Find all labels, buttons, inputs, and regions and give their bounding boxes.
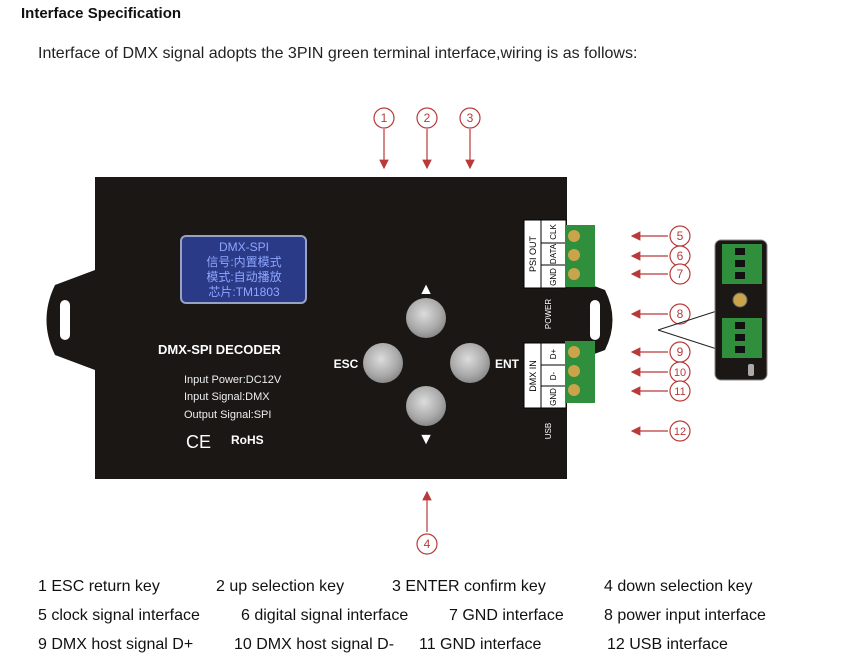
left-mount-slot — [60, 300, 70, 340]
dplus-label: D+ — [549, 348, 558, 359]
usb-label: USB — [544, 423, 553, 439]
callout-7-text: 7 — [677, 267, 684, 281]
callout-2-text: 2 — [424, 111, 431, 125]
legend-10: 10 DMX host signal D- — [234, 636, 395, 653]
callout-11 — [669, 380, 691, 402]
dmx-in-label: DMX IN — [528, 360, 538, 392]
device-body — [95, 177, 567, 479]
callout-9-text: 9 — [677, 345, 684, 359]
legend-5: 5 clock signal interface — [38, 607, 200, 624]
callout-12 — [669, 420, 691, 442]
esc-button[interactable] — [363, 343, 403, 383]
callout-1-text: 1 — [381, 111, 388, 125]
callout-8-text: 8 — [677, 307, 684, 321]
page-heading: Interface Specification — [21, 5, 182, 22]
legend-7: 7 GND interface — [449, 607, 564, 624]
right-mount-slot — [590, 300, 600, 340]
up-button[interactable] — [406, 298, 446, 338]
psi-out-terminal — [565, 225, 595, 287]
callout-12-text: 12 — [674, 426, 686, 438]
psi-out-panel — [523, 219, 567, 289]
data-label: DATA — [549, 243, 558, 264]
legend-9: 9 DMX host signal D+ — [38, 636, 194, 653]
device-title: DMX-SPI DECODER — [158, 342, 281, 357]
spec-output: Output Signal:SPI — [184, 409, 271, 421]
legend-12: 12 USB interface — [607, 636, 728, 653]
rohs-mark: RoHS — [231, 433, 264, 447]
ent-button[interactable] — [450, 343, 490, 383]
lcd-line-3: 模式:自动播放 — [206, 269, 281, 284]
ce-mark: CE — [186, 432, 211, 452]
gnd-label-in: GND — [549, 388, 558, 406]
legend-8: 8 power input interface — [604, 607, 766, 624]
side-view-inset — [657, 239, 768, 381]
left-flange — [46, 270, 95, 370]
spec-power: Input Power:DC12V — [184, 374, 282, 386]
legend-4: 4 down selection key — [604, 578, 753, 595]
dminus-label: D- — [549, 371, 558, 380]
legend-2: 2 up selection key — [216, 578, 345, 595]
legend-1: 1 ESC return key — [38, 578, 160, 595]
callout-4 — [416, 533, 438, 555]
dmx-in-terminal — [565, 341, 595, 403]
down-button[interactable] — [406, 386, 446, 426]
lcd-line-4: 芯片:TM1803 — [208, 285, 280, 299]
callout-5-text: 5 — [677, 229, 684, 243]
lcd-line-1: DMX-SPI — [219, 240, 269, 254]
spec-input: Input Signal:DMX — [184, 391, 270, 403]
dmx-in-panel — [523, 342, 567, 409]
callout-2 — [416, 107, 438, 129]
callout-10-text: 10 — [674, 367, 686, 379]
callout-3-text: 3 — [467, 111, 474, 125]
intro-text: Interface of DMX signal adopts the 3PIN … — [38, 45, 638, 62]
callout-6-text: 6 — [677, 249, 684, 263]
psi-out-label: PSI OUT — [528, 236, 538, 273]
device-diagram: DMX-SPI 信号:内置模式 模式:自动播放 芯片:TM1803 DMX-SP… — [46, 107, 768, 555]
lcd-screen — [180, 235, 307, 304]
callout-8 — [669, 303, 691, 325]
esc-label: ESC — [334, 357, 359, 371]
callout-3 — [459, 107, 481, 129]
clk-label: CLK — [549, 224, 558, 240]
power-label: POWER — [544, 299, 553, 329]
callout-11-text: 11 — [674, 386, 685, 398]
lcd-line-2: 信号:内置模式 — [206, 255, 281, 269]
ent-label: ENT — [495, 357, 520, 371]
up-arrow-icon: ▲ — [418, 281, 434, 298]
legend-11: 11 GND interface — [419, 636, 542, 653]
gnd-label-out: GND — [549, 268, 558, 286]
down-arrow-icon: ▼ — [418, 431, 434, 448]
legend-3: 3 ENTER confirm key — [392, 578, 546, 595]
callout-4-text: 4 — [424, 537, 431, 551]
legend-6: 6 digital signal interface — [241, 607, 409, 624]
callout-7 — [669, 263, 691, 285]
callout-1 — [373, 107, 395, 129]
